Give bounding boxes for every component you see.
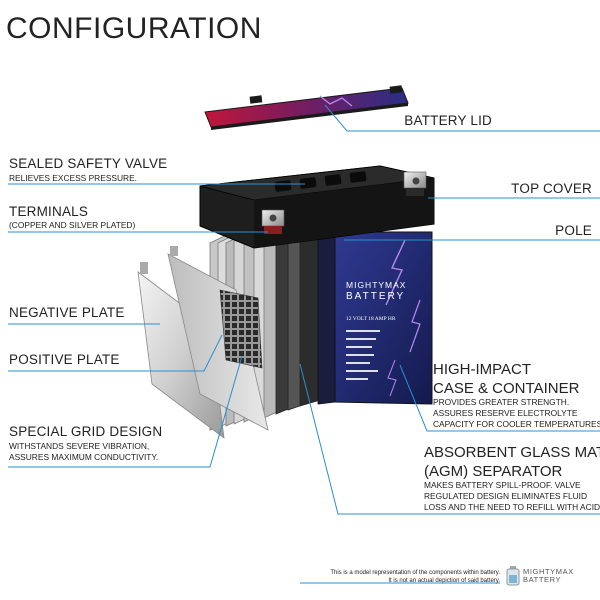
label-agm-sub-1: MAKES BATTERY SPILL-PROOF. VALVE xyxy=(424,480,581,490)
label-positive-plate: POSITIVE PLATE xyxy=(9,352,120,367)
page-title: CONFIGURATION xyxy=(6,12,262,45)
footer-note-line-1: This is a model representation of the co… xyxy=(330,570,500,576)
label-special-grid-sub-1: WITHSTANDS SEVERE VIBRATION, xyxy=(9,441,150,451)
label-agm-1: ABSORBENT GLASS MAT xyxy=(424,444,600,461)
label-high-impact-1: HIGH-IMPACT xyxy=(433,361,532,378)
label-high-impact-sub-3: CAPACITY FOR COOLER TEMPERATURES. xyxy=(433,419,600,429)
case-voltage-text: 12 VOLT 18 AMP HR xyxy=(346,316,396,322)
case-brand-text: MIGHTYMAX xyxy=(346,280,406,290)
label-sealed-safety-valve: SEALED SAFETY VALVE xyxy=(9,156,168,171)
label-agm-2: (AGM) SEPARATOR xyxy=(424,463,563,480)
top-cover-part xyxy=(199,165,435,249)
leader-high-impact xyxy=(399,364,600,432)
label-sealed-safety-valve-sub: RELIEVES EXCESS PRESSURE. xyxy=(9,173,137,183)
brand-logo: MIGHTYMAX BATTERY xyxy=(506,566,574,586)
label-agm-sub-3: LOSS AND THE NEED TO REFILL WITH ACID. xyxy=(424,502,600,512)
label-negative-plate: NEGATIVE PLATE xyxy=(9,305,125,320)
label-top-cover: TOP COVER xyxy=(511,181,592,196)
battery-case: MIGHTYMAX BATTERY 12 VOLT 18 AMP HR xyxy=(317,231,433,405)
label-special-grid-sub-2: ASSURES MAXIMUM CONDUCTIVITY. xyxy=(9,452,159,462)
battery-logo-icon xyxy=(506,566,520,586)
case-brand-text-2: BATTERY xyxy=(346,291,405,302)
footer-note: This is a model representation of the co… xyxy=(330,569,500,585)
brand-text-1: MIGHTYMAX xyxy=(523,567,574,576)
label-high-impact-sub-1: PROVIDES GREATER STRENGTH. xyxy=(433,397,570,407)
leader-special-grid xyxy=(8,355,243,468)
leader-agm xyxy=(299,363,600,515)
footer-note-line-2: It is not an actual depiction of said ba… xyxy=(388,578,500,584)
label-agm-sub-2: REGULATED DESIGN ELIMINATES FLUID xyxy=(424,491,588,501)
label-terminals-sub: (COPPER AND SILVER PLATED) xyxy=(9,220,136,230)
label-pole: POLE xyxy=(555,223,592,238)
leader-positive-plate xyxy=(8,334,223,372)
label-special-grid: SPECIAL GRID DESIGN xyxy=(9,424,163,439)
label-high-impact-2: CASE & CONTAINER xyxy=(433,380,580,397)
label-battery-lid: BATTERY LID xyxy=(404,113,492,128)
battery-lid-part xyxy=(204,85,409,130)
label-high-impact-sub-2: ASSURES RESERVE ELECTROLYTE xyxy=(433,408,578,418)
leader-battery-lid xyxy=(324,104,600,132)
brand-text-2: BATTERY xyxy=(523,575,562,584)
label-terminals: TERMINALS xyxy=(9,204,89,219)
